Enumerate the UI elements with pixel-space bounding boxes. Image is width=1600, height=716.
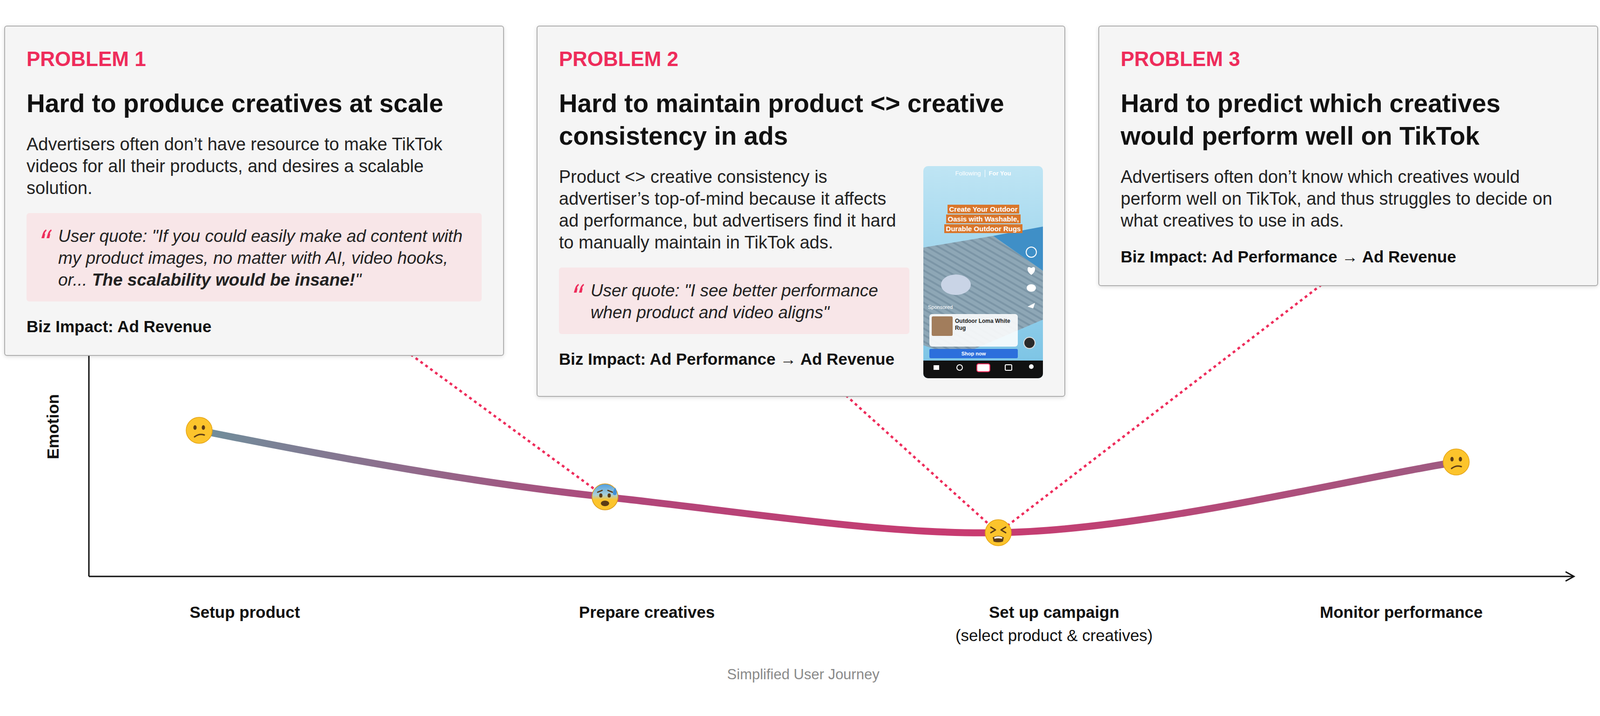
phone-illustration	[923, 166, 1043, 379]
quote-glyph	[40, 228, 53, 240]
quote-span: The scalability would be insane!	[92, 270, 356, 290]
x-axis	[88, 576, 1574, 578]
problem-description: Advertisers often don’t know which creat…	[1120, 166, 1576, 232]
tab-label: For You	[984, 169, 1012, 178]
ad-headline: Create Your Outdoor Oasis with Washable,…	[941, 204, 1025, 234]
quote-mark	[572, 283, 585, 294]
tab-label: Following	[955, 169, 982, 178]
problem-title: Hard to predict which creatives would pe…	[1120, 87, 1576, 153]
quote-text: User quote: "I see better performance wh…	[590, 279, 896, 324]
quote-text: User quote: "If you could easily make ad…	[58, 225, 468, 291]
y-axis	[88, 353, 90, 577]
product-card: Outdoor Loma White Rug	[954, 317, 1016, 332]
leader-line	[846, 395, 999, 533]
sponsored-tag: Sponsored	[927, 303, 953, 311]
problem-card: PROBLEM 3 Hard to predict which creatives…	[1098, 25, 1599, 287]
problem-card: PROBLEM 2 Hard to maintain product <> cre…	[536, 25, 1066, 397]
product-name: Outdoor Loma White Rug	[954, 317, 1011, 332]
problem-number: PROBLEM 1	[26, 47, 482, 72]
button-label: Shop now	[961, 350, 987, 357]
problem-description: Product <> creative consistency is adver…	[558, 166, 910, 254]
problem-title: Hard to maintain product <> creative con…	[558, 87, 1043, 153]
journey-step-note: (select product & creatives)	[955, 625, 1153, 646]
biz-impact: Biz Impact: Ad Performance → Ad Revenue	[1120, 245, 1576, 268]
biz-impact: Biz Impact: Ad Revenue	[26, 315, 482, 338]
emoji-anxious	[591, 484, 619, 511]
quote-mark	[40, 228, 53, 240]
sponsored-label: Sponsored	[927, 304, 953, 310]
axis-label: Emotion	[43, 394, 63, 460]
emotion-curve	[199, 430, 1457, 533]
problem-number: PROBLEM 3	[1120, 47, 1576, 72]
journey-step: Monitor performance	[1319, 602, 1483, 623]
journey-step: Set up campaign	[988, 602, 1120, 623]
journey-step: Prepare creatives	[578, 602, 715, 623]
quote-box: User quote: "If you could easily make ad…	[26, 213, 482, 302]
shop-button: Shop now	[929, 349, 1018, 359]
problem-number: PROBLEM 2	[558, 47, 1043, 72]
chart-caption: Simplified User Journey	[726, 665, 880, 684]
quote-span: "	[355, 270, 362, 290]
biz-impact: Biz Impact: Ad Performance → Ad Revenue	[558, 348, 910, 370]
problem-card: PROBLEM 1 Hard to produce creatives at sc…	[4, 25, 505, 357]
axis-arrow	[1565, 571, 1574, 582]
problem-description: Advertisers often don’t have resource to…	[26, 133, 482, 200]
ad-headline-text: Create Your Outdoor Oasis with Washable,…	[944, 204, 1023, 234]
journey-step: Setup product	[189, 602, 300, 623]
emoji-confused	[1443, 449, 1470, 476]
quote-box: User quote: "I see better performance wh…	[558, 267, 910, 335]
quote-span: User quote: "I see better performance wh…	[590, 281, 879, 323]
problem-title: Hard to produce creatives at scale	[26, 87, 482, 120]
ad-screenshot: FollowingFor You Create Your Outdoor Oas…	[923, 166, 1043, 379]
problem-row: Product <> creative consistency is adver…	[558, 166, 1043, 379]
emoji-confused	[186, 417, 213, 444]
emoji-tired	[985, 519, 1012, 546]
quote-glyph	[572, 283, 585, 294]
text-column: Product <> creative consistency is adver…	[558, 166, 910, 370]
tab-bar: FollowingFor You	[923, 169, 1043, 178]
